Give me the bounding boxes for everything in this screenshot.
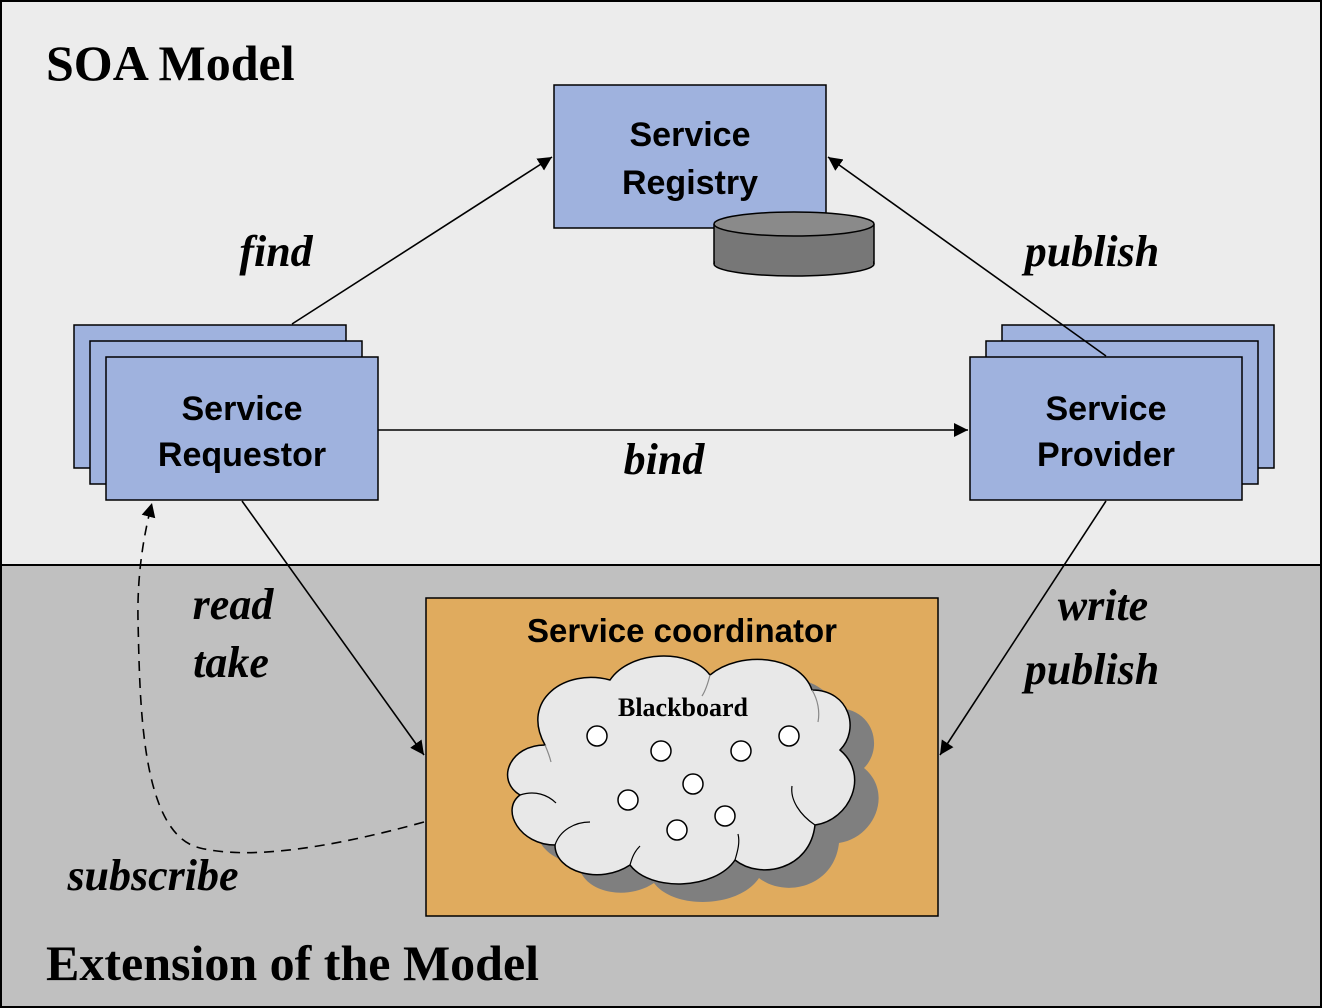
service-registry-box (553, 84, 827, 229)
service-provider: Service Provider (969, 324, 1275, 501)
blackboard-tuples (586, 725, 800, 841)
publish-arrow (827, 156, 1107, 357)
extension-title: Extension of the Model (46, 935, 539, 991)
cloud-body (506, 655, 856, 885)
publish-label-top: publish (1021, 227, 1160, 276)
service-registry: Service Registry (553, 84, 875, 277)
tuple-circle (778, 725, 800, 747)
subscribe-arrow (137, 502, 425, 854)
publish-label-bottom: publish (1021, 645, 1160, 694)
write-publish-arrow (939, 500, 1107, 756)
service-requestor-label-line1: Service (182, 390, 303, 428)
soa-model-title: SOA Model (46, 35, 295, 91)
service-requestor-box (105, 356, 379, 501)
edges (137, 156, 1107, 854)
service-provider-label-line2: Provider (1037, 436, 1175, 474)
service-provider-box (969, 356, 1243, 501)
write-label: write (1058, 581, 1148, 630)
tuple-circle (586, 725, 608, 747)
subscribe-label: subscribe (66, 851, 238, 900)
bind-label: bind (624, 435, 706, 484)
service-provider-label-line1: Service (1046, 390, 1167, 428)
find-arrow (291, 156, 553, 325)
tuple-circle (650, 740, 672, 762)
read-label: read (193, 580, 275, 629)
service-requestor-label-line2: Requestor (158, 436, 326, 474)
service-registry-label-line2: Registry (622, 164, 758, 202)
service-registry-label-line1: Service (630, 116, 751, 154)
read-take-arrow (241, 500, 425, 756)
tuple-circle (682, 773, 704, 795)
service-requestor: Service Requestor (73, 324, 379, 501)
tuple-circle (666, 819, 688, 841)
service-coordinator: Service coordinator Blackboard (425, 597, 939, 917)
service-coordinator-title: Service coordinator (527, 612, 837, 649)
find-label: find (239, 227, 313, 276)
blackboard-label: Blackboard (618, 693, 749, 722)
tuple-circle (617, 789, 639, 811)
tuple-circle (714, 805, 736, 827)
cylinder-icon (713, 211, 875, 277)
tuple-circle (730, 740, 752, 762)
take-label: take (193, 638, 269, 687)
